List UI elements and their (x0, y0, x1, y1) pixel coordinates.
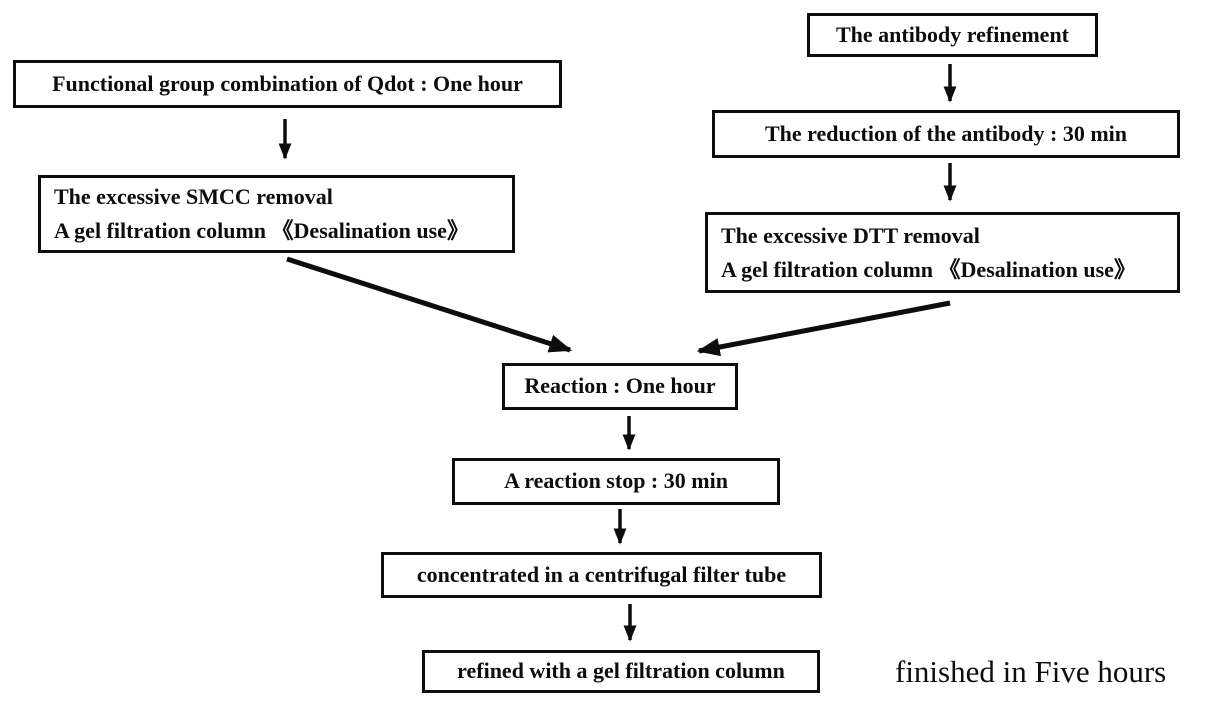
node-smcc-removal-line1: The excessive SMCC removal (54, 184, 333, 209)
node-qdot-combination: Functional group combination of Qdot : O… (13, 60, 562, 108)
arrow-smcc-to-reaction (286, 256, 573, 353)
node-antibody-reduction-label: The reduction of the antibody : 30 min (764, 120, 1127, 146)
node-refine-label: refined with a gel filtration column (457, 658, 785, 684)
node-smcc-removal-line2: A gel filtration column 《Desalination us… (54, 218, 469, 243)
node-antibody-refinement-label: The antibody refinement (835, 21, 1070, 47)
arrow-dtt-to-reaction (696, 300, 951, 357)
node-dtt-removal: The excessive DTT removal A gel filtrati… (705, 212, 1180, 293)
caption-total-time: finished in Five hours (895, 654, 1167, 689)
node-reaction: Reaction : One hour (502, 363, 738, 410)
node-reaction-label: Reaction : One hour (524, 373, 716, 399)
node-antibody-refinement: The antibody refinement (807, 13, 1098, 57)
node-refine: refined with a gel filtration column (422, 650, 820, 693)
node-concentrate: concentrated in a centrifugal filter tub… (381, 552, 822, 598)
node-smcc-removal: The excessive SMCC removal A gel filtrat… (38, 175, 515, 253)
node-antibody-reduction: The reduction of the antibody : 30 min (712, 110, 1180, 158)
node-qdot-combination-label: Functional group combination of Qdot : O… (52, 70, 523, 96)
node-reaction-stop: A reaction stop : 30 min (452, 458, 780, 505)
node-reaction-stop-label: A reaction stop : 30 min (504, 468, 728, 494)
node-concentrate-label: concentrated in a centrifugal filter tub… (416, 561, 787, 587)
node-dtt-removal-line2: A gel filtration column 《Desalination us… (721, 256, 1136, 282)
node-dtt-removal-line1: The excessive DTT removal (721, 222, 980, 248)
